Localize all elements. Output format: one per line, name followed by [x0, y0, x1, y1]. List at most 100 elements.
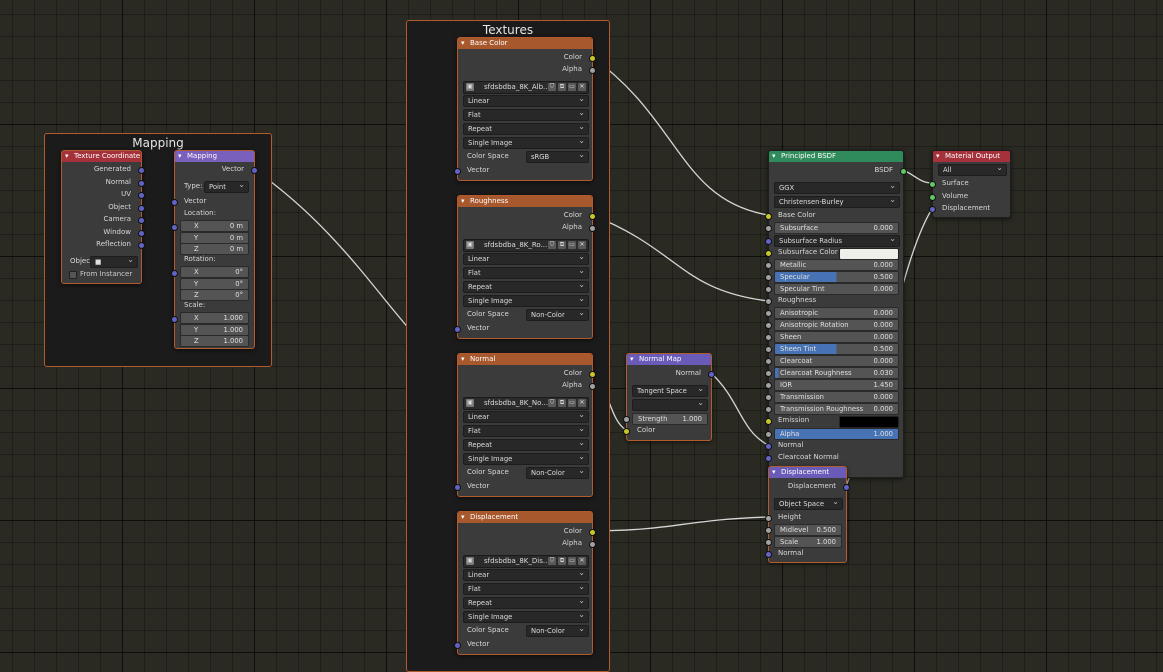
- transmission-roughness-socket[interactable]: [765, 406, 772, 413]
- output-socket-object[interactable]: [138, 204, 145, 212]
- shield-icon[interactable]: ⛉: [548, 557, 556, 565]
- specular-tint-socket[interactable]: [765, 286, 772, 293]
- interpolation-dropdown[interactable]: Linear: [463, 568, 589, 581]
- type-dropdown[interactable]: Point: [204, 180, 249, 193]
- close-icon[interactable]: ✕: [578, 83, 586, 91]
- vector-input-socket[interactable]: [171, 199, 178, 206]
- folder-icon[interactable]: ▭: [568, 83, 576, 91]
- extension-dropdown[interactable]: Repeat: [463, 122, 589, 135]
- strength-field[interactable]: Strength 1.000: [632, 413, 708, 425]
- projection-dropdown[interactable]: Flat: [463, 424, 589, 437]
- shield-icon[interactable]: ⛉: [548, 241, 556, 249]
- source-dropdown[interactable]: Single Image: [463, 294, 589, 307]
- emission-socket[interactable]: [765, 418, 772, 425]
- image-texture-node-roughness[interactable]: RoughnessColorAlpha▣sfdsbdba_8K_Ro...⛉⧉▭…: [454, 195, 596, 339]
- clearcoat-roughness-socket[interactable]: [765, 370, 772, 377]
- transmission-socket[interactable]: [765, 394, 772, 401]
- image-texture-node-displacement[interactable]: DisplacementColorAlpha▣sfdsbdba_8K_Dis..…: [454, 511, 596, 655]
- color-output-socket[interactable]: [589, 529, 596, 536]
- shield-icon[interactable]: ⛉: [548, 83, 556, 91]
- output-socket-normal[interactable]: [138, 179, 145, 187]
- material-output-node[interactable]: Material Output All SurfaceVolumeDisplac…: [929, 150, 1011, 218]
- ior-socket[interactable]: [765, 382, 772, 389]
- color-space-dropdown[interactable]: Non-Color: [526, 308, 589, 321]
- alpha-socket[interactable]: [765, 431, 772, 438]
- texture-coordinate-node[interactable]: Texture Coordinate GeneratedNormalUVObje…: [61, 150, 145, 284]
- uv-map-picker[interactable]: [632, 398, 708, 411]
- roughness-socket[interactable]: [765, 298, 772, 305]
- image-texture-node-normal[interactable]: NormalColorAlpha▣sfdsbdba_8K_No...⛉⧉▭✕Li…: [454, 353, 596, 497]
- height-socket[interactable]: [765, 515, 772, 522]
- subsurface-socket[interactable]: [765, 225, 772, 232]
- anisotropic-socket[interactable]: [765, 310, 772, 317]
- clearcoat-normal-socket[interactable]: [765, 455, 772, 462]
- scale-socket[interactable]: [765, 539, 772, 546]
- alpha-output-socket[interactable]: [589, 67, 596, 74]
- displacement-node[interactable]: Displacement Displacement Object Space H…: [765, 466, 850, 563]
- output-socket-uv[interactable]: [138, 192, 145, 199]
- subsurface-method-dropdown[interactable]: Christensen-Burley: [774, 195, 900, 208]
- interpolation-dropdown[interactable]: Linear: [463, 410, 589, 423]
- midlevel-field[interactable]: Midlevel 0.500: [774, 524, 842, 536]
- image-selector[interactable]: ▣sfdsbdba_8K_Ro...⛉⧉▭✕: [463, 239, 589, 252]
- duplicate-icon[interactable]: ⧉: [558, 83, 566, 91]
- color-space-dropdown[interactable]: sRGB: [526, 150, 589, 163]
- subsurface-color-socket[interactable]: [765, 250, 772, 257]
- alpha-output-socket[interactable]: [589, 541, 596, 548]
- duplicate-icon[interactable]: ⧉: [558, 399, 566, 407]
- subsurface-radius-dropdown[interactable]: Subsurface Radius: [774, 234, 900, 247]
- object-picker[interactable]: ■: [90, 255, 138, 268]
- vector-output-socket[interactable]: [251, 167, 258, 174]
- extension-dropdown[interactable]: Repeat: [463, 438, 589, 451]
- normal-output-socket[interactable]: [708, 371, 715, 378]
- color-space-dropdown[interactable]: Non-Color: [526, 466, 589, 479]
- vector-input-socket[interactable]: [454, 642, 461, 649]
- close-icon[interactable]: ✕: [578, 557, 586, 565]
- bsdf-output-socket[interactable]: [900, 168, 907, 175]
- rotation-input-socket[interactable]: [171, 270, 178, 277]
- surface-input-socket[interactable]: [929, 181, 936, 188]
- output-socket-window[interactable]: [138, 229, 145, 237]
- space-dropdown[interactable]: Tangent Space: [632, 384, 708, 397]
- displacement-output-socket[interactable]: [843, 484, 850, 491]
- anisotropic-rotation-socket[interactable]: [765, 322, 772, 329]
- duplicate-icon[interactable]: ⧉: [558, 241, 566, 249]
- folder-icon[interactable]: ▭: [568, 399, 576, 407]
- scale-field[interactable]: Scale 1.000: [774, 536, 842, 548]
- folder-icon[interactable]: ▭: [568, 557, 576, 565]
- target-dropdown[interactable]: All: [938, 163, 1007, 176]
- image-selector[interactable]: ▣sfdsbdba_8K_Alb...⛉⧉▭✕: [463, 81, 589, 94]
- image-texture-node-base-color[interactable]: Base ColorColorAlpha▣sfdsbdba_8K_Alb...⛉…: [454, 37, 596, 181]
- displacement-input-socket[interactable]: [929, 206, 936, 213]
- volume-input-socket[interactable]: [929, 193, 936, 201]
- scale-input-socket[interactable]: [171, 316, 178, 323]
- midlevel-socket[interactable]: [765, 527, 772, 534]
- duplicate-icon[interactable]: ⧉: [558, 557, 566, 565]
- vector-input-socket[interactable]: [454, 326, 461, 333]
- location-input-socket[interactable]: [171, 224, 178, 231]
- strength-input-socket[interactable]: [623, 416, 630, 423]
- vector-input-socket[interactable]: [454, 168, 461, 175]
- folder-icon[interactable]: ▭: [568, 241, 576, 249]
- normal-input-socket[interactable]: [765, 443, 772, 450]
- close-icon[interactable]: ✕: [578, 399, 586, 407]
- base-color-socket[interactable]: [765, 213, 772, 220]
- projection-dropdown[interactable]: Flat: [463, 266, 589, 279]
- output-socket-generated[interactable]: [138, 167, 145, 174]
- principled-bsdf-node[interactable]: Principled BSDF BSDF GGX Christensen-Bur…: [765, 150, 907, 478]
